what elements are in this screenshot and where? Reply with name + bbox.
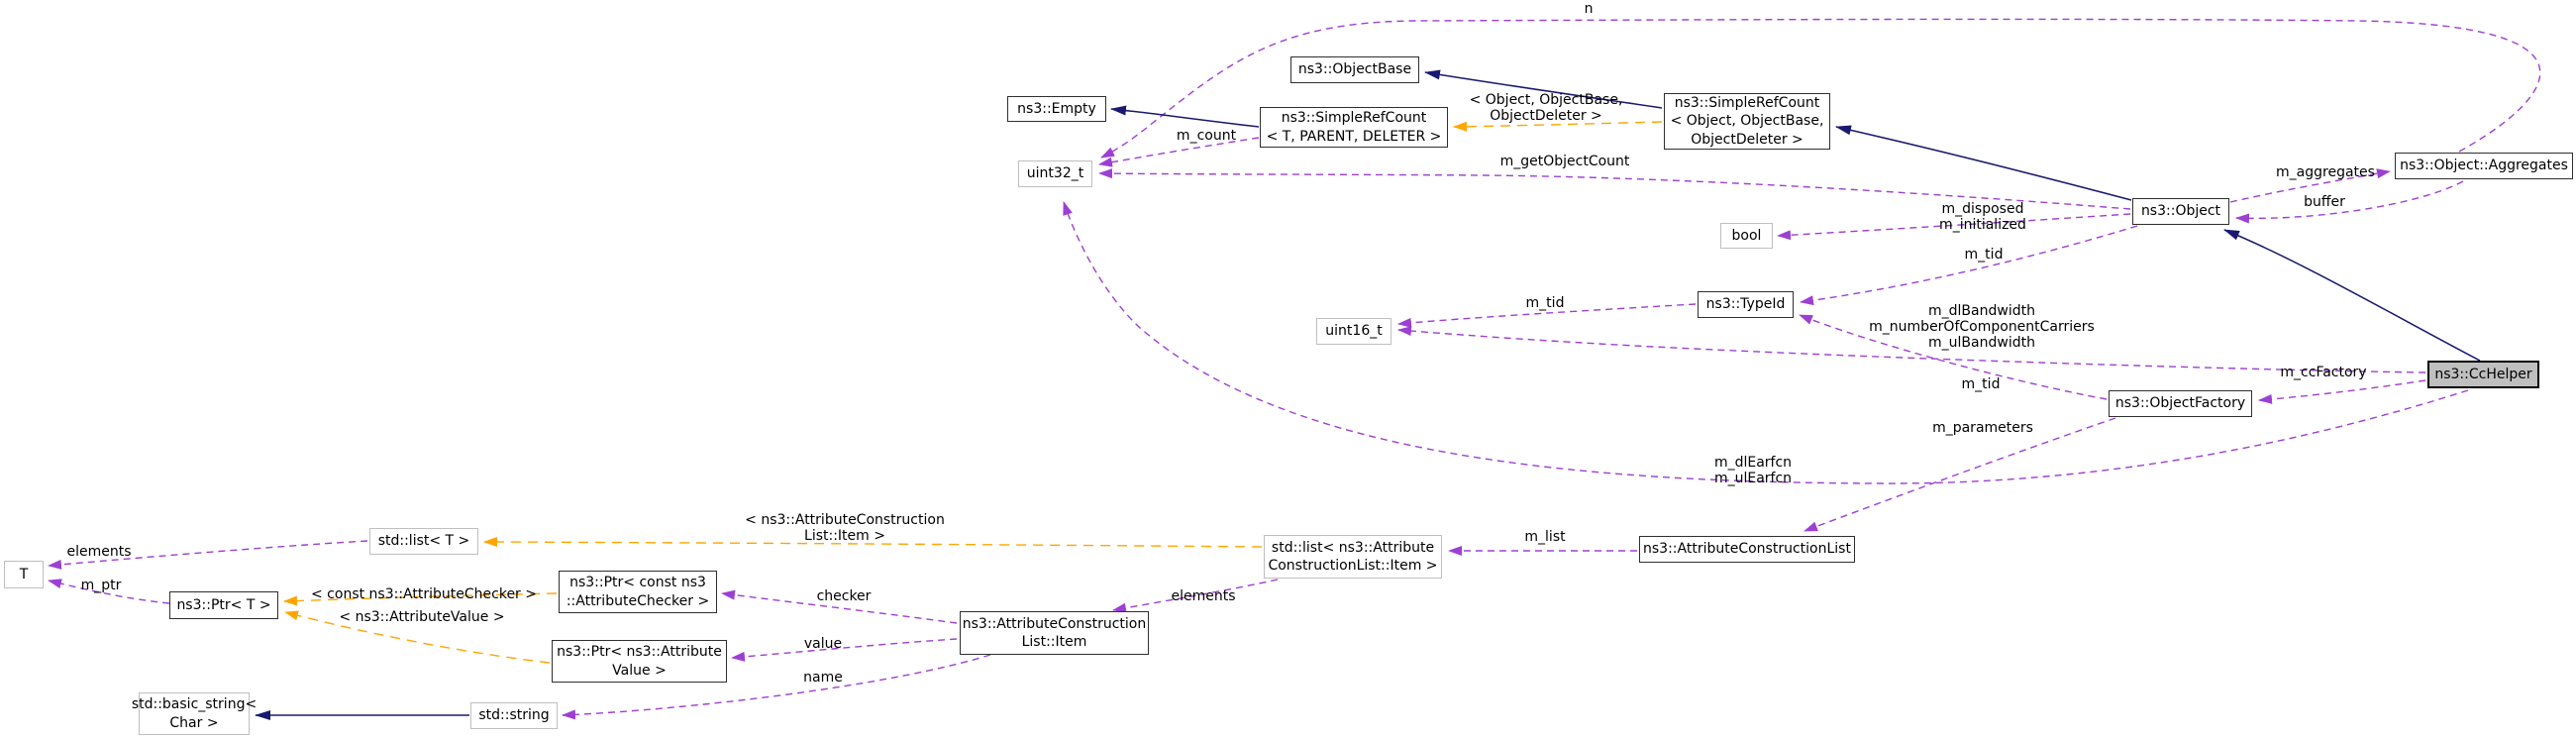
edge-label-m-count: m_count — [1176, 128, 1237, 144]
edge-m-ptr — [48, 579, 170, 604]
edge-label-m-tid-factory: m_tid — [1961, 376, 2001, 392]
edge-tmpl-checker-ptrt — [283, 592, 558, 606]
edge-m-bandwidth — [1397, 326, 2426, 373]
edge-label-m-earfcn: m_dlEarfcn m_ulEarfcn — [1713, 455, 1793, 487]
node-t: T — [4, 561, 44, 588]
edge-label-m-tid-typeid: m_tid — [1525, 295, 1565, 311]
node-std-basic-string: std::basic_string< Char > — [132, 692, 257, 735]
edge-label-value: value — [803, 636, 843, 652]
edge-m-aggregates — [2229, 168, 2391, 203]
edge-m-count — [1098, 137, 1260, 167]
edge-m-tid-typeid — [1397, 303, 1697, 328]
edge-buffer — [2235, 180, 2464, 224]
node-uint16-t: uint16_t — [1316, 318, 1391, 345]
node-ns3-simplerefcount-t[interactable]: ns3::SimpleRefCount < T, PARENT, DELETER… — [1260, 107, 1448, 148]
node-ns3-simplerefcount-object[interactable]: ns3::SimpleRefCount < Object, ObjectBase… — [1664, 93, 1830, 150]
edge-label-template-acl-item: < ns3::AttributeConstruction List::Item … — [745, 512, 945, 545]
edge-tmpl-value-ptrt — [284, 610, 551, 664]
node-std-list-item: std::list< ns3::Attribute ConstructionLi… — [1264, 535, 1442, 579]
edge-label-m-ccfactory: m_ccFactory — [2280, 365, 2367, 380]
edge-label-m-parameters: m_parameters — [1932, 420, 2033, 436]
edge-label-buffer: buffer — [2304, 194, 2345, 210]
edge-label-m-bandwidth: m_dlBandwidth m_numberOfComponentCarrier… — [1869, 303, 2095, 352]
edge-label-m-disposed-m-initialized: m_disposed m_initialized — [1939, 201, 2026, 234]
edge-label-elements-item: elements — [1171, 588, 1236, 604]
edge-m-tid-object — [1800, 225, 2138, 306]
node-ns3-cchelper: ns3::CcHelper — [2427, 361, 2539, 388]
edge-m-tid-factory — [1799, 314, 2108, 400]
edge-elements-item — [1112, 579, 1279, 613]
edge-label-m-list: m_list — [1524, 529, 1566, 545]
node-ns3-attributeconstructionlist-item[interactable]: ns3::AttributeConstruction List::Item — [960, 611, 1149, 655]
edge-label-n: n — [1584, 1, 1594, 17]
edge-m-earfcn — [1063, 201, 2469, 484]
node-ns3-ptr-const-attributechecker[interactable]: ns3::Ptr< const ns3 ::AttributeChecker > — [559, 571, 717, 613]
edge-inherit-object-sro — [1835, 125, 2132, 201]
edge-label-m-aggregates: m_aggregates — [2276, 164, 2375, 180]
edge-m-ccfactory — [2258, 379, 2426, 404]
edge-m-disposed — [1777, 213, 2131, 241]
node-ns3-objectfactory[interactable]: ns3::ObjectFactory — [2109, 390, 2252, 417]
edge-name — [562, 654, 991, 720]
edge-inherit-sro-objectbase — [1424, 69, 1663, 109]
edge-value — [731, 638, 958, 662]
edge-label-elements-list-t: elements — [66, 544, 132, 560]
edge-tmpl-listitem-listt — [483, 537, 1263, 548]
edge-checker — [721, 589, 958, 624]
node-uint32-t: uint32_t — [1018, 160, 1092, 187]
edge-inherit-cchelper-object — [2223, 229, 2481, 362]
edge-label-template-attribute-value: < ns3::AttributeValue > — [339, 609, 505, 625]
edge-m-getobjectcount — [1098, 168, 2131, 210]
node-std-list-t: std::list< T > — [369, 528, 478, 555]
node-ns3-attributeconstructionlist[interactable]: ns3::AttributeConstructionList — [1639, 536, 1855, 563]
edge-label-m-ptr: m_ptr — [80, 578, 122, 593]
node-ns3-typeid[interactable]: ns3::TypeId — [1698, 291, 1794, 318]
edge-label-template-const-checker: < const ns3::AttributeChecker > — [311, 586, 537, 602]
node-ns3-empty[interactable]: ns3::Empty — [1007, 96, 1106, 122]
edge-inherit-srt-empty — [1110, 105, 1260, 128]
node-ns3-object-aggregates[interactable]: ns3::Object::Aggregates — [2395, 153, 2573, 179]
edge-tmpl-sro-srt — [1453, 121, 1663, 132]
node-std-string: std::string — [470, 702, 558, 729]
edge-m-parameters — [1803, 417, 2116, 532]
node-ns3-ptr-attributevalue[interactable]: ns3::Ptr< ns3::Attribute Value > — [552, 640, 727, 683]
edge-elements-list-t — [48, 540, 368, 570]
edge-label-m-tid-object: m_tid — [1964, 247, 2004, 263]
edge-label-m-getobjectcount: m_getObjectCount — [1499, 154, 1630, 169]
node-ns3-ptr-t[interactable]: ns3::Ptr< T > — [169, 591, 278, 619]
edge-label-name: name — [803, 670, 843, 686]
edge-label-checker: checker — [816, 588, 872, 604]
edge-label-template-object-deleter: < Object, ObjectBase, ObjectDeleter > — [1469, 92, 1623, 125]
node-ns3-objectbase[interactable]: ns3::ObjectBase — [1290, 56, 1419, 83]
node-ns3-object[interactable]: ns3::Object — [2132, 198, 2229, 225]
node-bool: bool — [1720, 223, 1773, 249]
